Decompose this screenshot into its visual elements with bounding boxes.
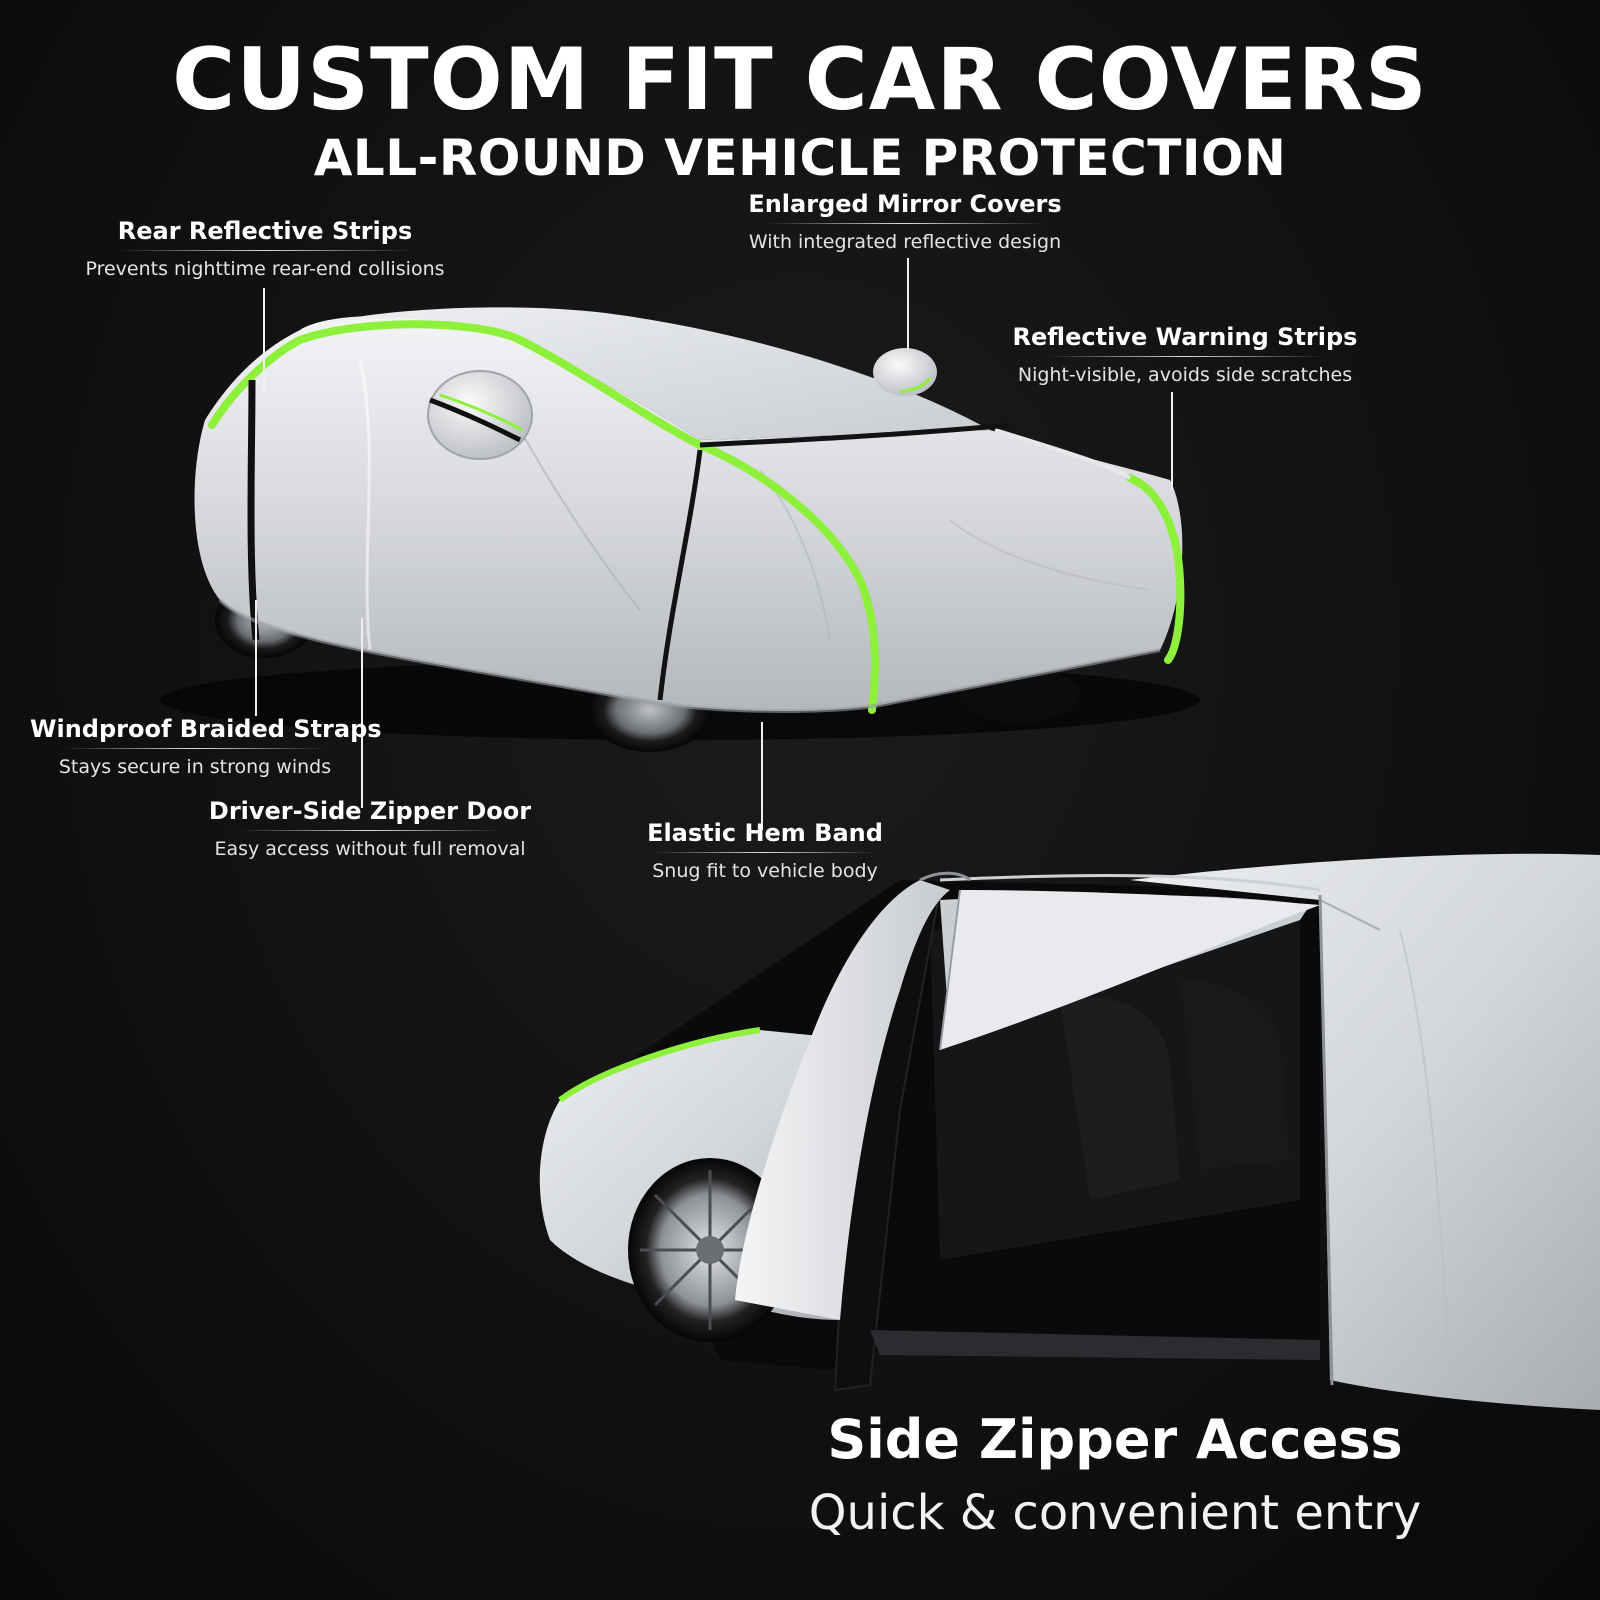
callout-title: Windproof Braided Straps: [30, 715, 382, 743]
feature-title: Side Zipper Access: [827, 1408, 1403, 1471]
callout-desc: With integrated reflective design: [748, 231, 1062, 253]
callout-desc: Stays secure in strong winds: [58, 756, 332, 778]
callout-desc: Prevents nighttime rear-end collisions: [85, 258, 445, 280]
callout-divider: [1045, 356, 1325, 357]
callout-title: Elastic Hem Band: [647, 819, 883, 847]
callout-divider: [765, 223, 1045, 224]
callout-braided-straps: Windproof Braided Straps Stays secure in…: [30, 714, 382, 779]
page-title: CUSTOM FIT CAR COVERS: [172, 30, 1428, 130]
callout-divider: [117, 250, 413, 251]
callout-rear-reflective: Rear Reflective Strips Prevents nighttim…: [80, 216, 450, 281]
callout-hem-band: Elastic Hem Band Snug fit to vehicle bod…: [625, 818, 905, 883]
callout-warning-strips: Reflective Warning Strips Night-visible,…: [1010, 322, 1360, 387]
callout-desc: Easy access without full removal: [214, 838, 526, 860]
callout-title: Reflective Warning Strips: [1012, 323, 1358, 351]
callout-divider: [653, 852, 877, 853]
callout-desc: Snug fit to vehicle body: [652, 860, 878, 882]
callout-zipper-door: Driver-Side Zipper Door Easy access with…: [205, 796, 535, 861]
callout-title: Rear Reflective Strips: [117, 217, 413, 245]
callout-title: Enlarged Mirror Covers: [748, 190, 1062, 218]
callout-mirror-covers: Enlarged Mirror Covers With integrated r…: [730, 189, 1080, 254]
feature-description: Quick & convenient entry: [808, 1485, 1422, 1541]
callout-divider: [238, 830, 502, 831]
callout-divider: [63, 748, 327, 749]
page-subtitle: ALL-ROUND VEHICLE PROTECTION: [313, 129, 1287, 187]
callout-desc: Night-visible, avoids side scratches: [1017, 364, 1353, 386]
callout-title: Driver-Side Zipper Door: [208, 797, 532, 825]
